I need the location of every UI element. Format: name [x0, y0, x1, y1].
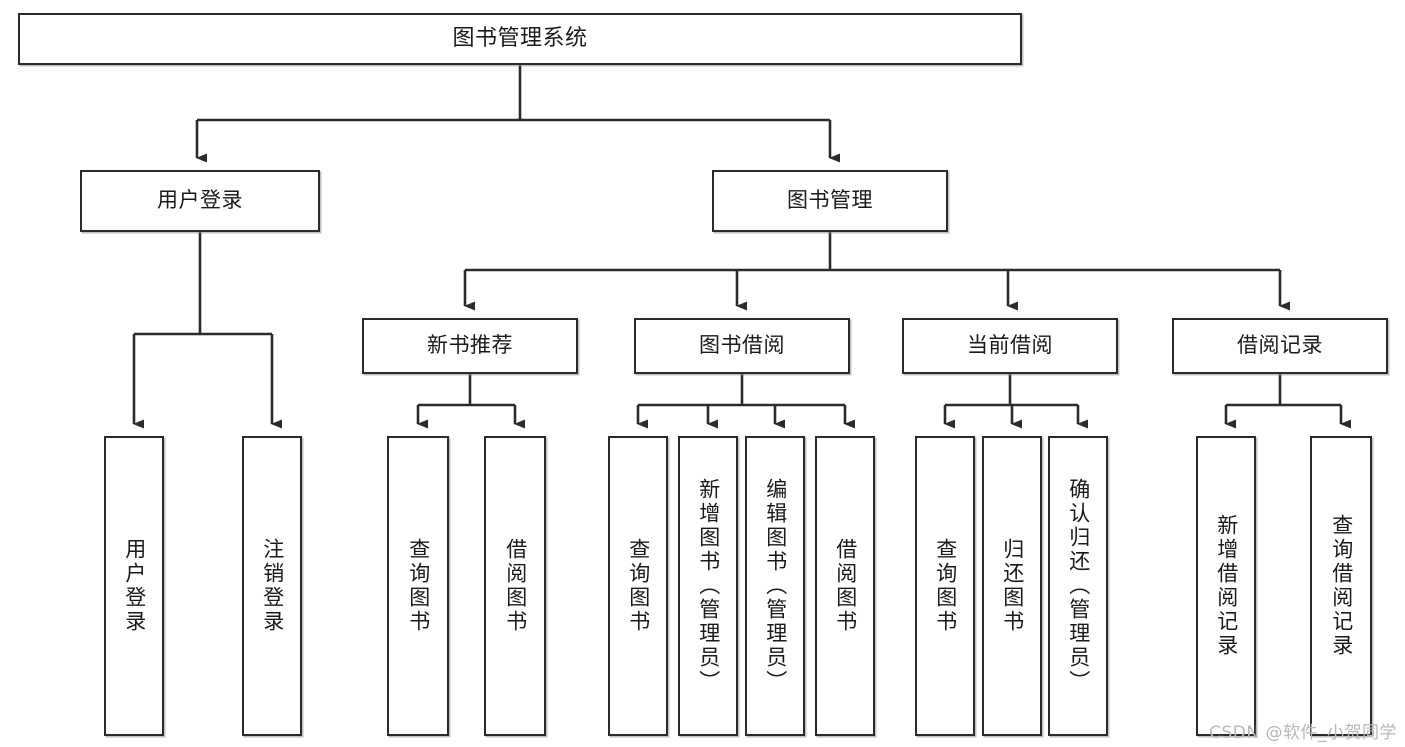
- node-leaf-query-book-borrow[interactable]: 查询图书: [608, 436, 668, 736]
- node-leaf-borrow-book-recommend[interactable]: 借阅图书: [484, 436, 546, 736]
- node-leaf-add-book-admin[interactable]: 新增图书（管理员）: [678, 436, 738, 736]
- node-leaf-user-login[interactable]: 用户登录: [104, 436, 164, 736]
- node-book-borrow-label: 图书借阅: [699, 333, 785, 358]
- node-leaf-add-borrow-record[interactable]: 新增借阅记录: [1196, 436, 1256, 736]
- node-borrow-record-label: 借阅记录: [1237, 333, 1323, 358]
- node-leaf-confirm-return-admin-label: 确认归还（管理员）: [1066, 478, 1091, 694]
- node-leaf-query-book-recommend-label: 查询图书: [406, 538, 431, 634]
- node-current-borrow[interactable]: 当前借阅: [902, 318, 1118, 374]
- node-leaf-confirm-return-admin[interactable]: 确认归还（管理员）: [1048, 436, 1108, 736]
- node-new-book-recommend-label: 新书推荐: [427, 333, 513, 358]
- node-new-book-recommend[interactable]: 新书推荐: [362, 318, 578, 374]
- node-book-management[interactable]: 图书管理: [712, 170, 948, 232]
- node-user-login[interactable]: 用户登录: [80, 170, 320, 232]
- node-book-management-label: 图书管理: [787, 188, 873, 213]
- node-leaf-return-book-label: 归还图书: [1000, 538, 1025, 634]
- node-leaf-borrow-book[interactable]: 借阅图书: [815, 436, 875, 736]
- node-leaf-query-book-current-label: 查询图书: [933, 538, 958, 634]
- node-leaf-query-book-borrow-label: 查询图书: [626, 538, 651, 634]
- node-root[interactable]: 图书管理系统: [18, 13, 1022, 65]
- node-leaf-add-book-admin-label: 新增图书（管理员）: [696, 478, 721, 694]
- node-leaf-return-book[interactable]: 归还图书: [982, 436, 1042, 736]
- node-borrow-record[interactable]: 借阅记录: [1172, 318, 1388, 374]
- node-leaf-edit-book-admin-label: 编辑图书（管理员）: [763, 478, 788, 694]
- node-book-borrow[interactable]: 图书借阅: [634, 318, 850, 374]
- node-leaf-user-logout[interactable]: 注销登录: [242, 436, 302, 736]
- csdn-watermark: CSDN @软件_小贺同学: [1209, 723, 1397, 743]
- node-leaf-query-borrow-record-label: 查询借阅记录: [1329, 514, 1354, 658]
- node-leaf-borrow-book-recommend-label: 借阅图书: [503, 538, 528, 634]
- node-leaf-query-book-recommend[interactable]: 查询图书: [387, 436, 449, 736]
- node-leaf-user-logout-label: 注销登录: [260, 538, 285, 634]
- node-leaf-add-borrow-record-label: 新增借阅记录: [1214, 514, 1239, 658]
- node-leaf-edit-book-admin[interactable]: 编辑图书（管理员）: [745, 436, 805, 736]
- node-user-login-label: 用户登录: [157, 188, 243, 213]
- node-leaf-user-login-label: 用户登录: [122, 538, 147, 634]
- node-current-borrow-label: 当前借阅: [967, 333, 1053, 358]
- node-leaf-borrow-book-label: 借阅图书: [833, 538, 858, 634]
- node-leaf-query-book-current[interactable]: 查询图书: [915, 436, 975, 736]
- node-root-label: 图书管理系统: [452, 25, 588, 51]
- node-leaf-query-borrow-record[interactable]: 查询借阅记录: [1310, 436, 1372, 736]
